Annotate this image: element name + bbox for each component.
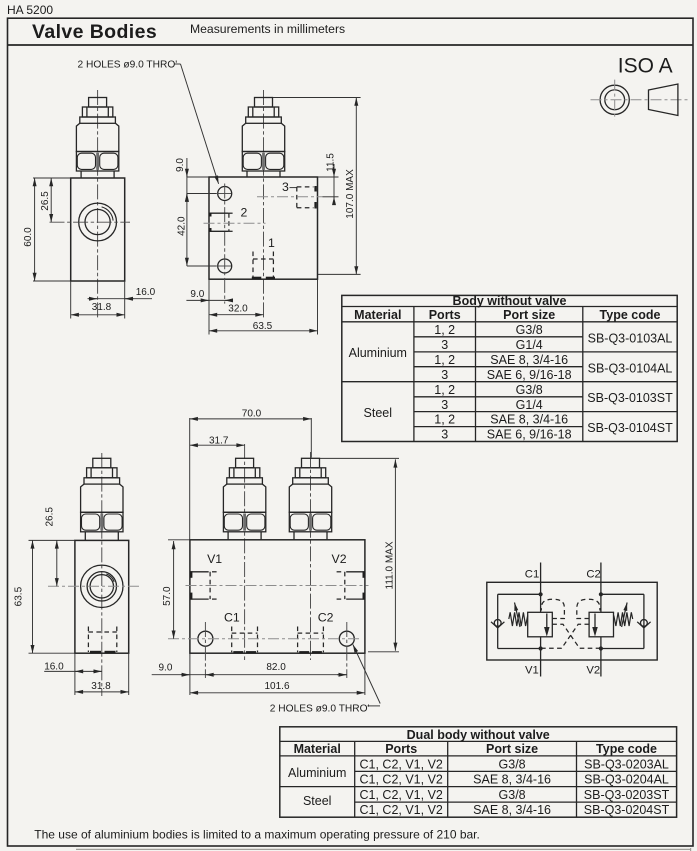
svg-text:G3/8: G3/8 <box>516 383 543 397</box>
svg-text:SAE 6, 9/16-18: SAE 6, 9/16-18 <box>487 428 572 442</box>
svg-text:SB-Q3-0203ST: SB-Q3-0203ST <box>584 788 670 802</box>
svg-text:107.0 MAX: 107.0 MAX <box>345 169 356 219</box>
svg-text:Type code: Type code <box>600 308 661 322</box>
svg-text:57.0: 57.0 <box>162 586 173 606</box>
svg-text:31.7: 31.7 <box>209 436 229 447</box>
svg-text:V1: V1 <box>525 664 539 676</box>
svg-text:26.5: 26.5 <box>40 191 51 211</box>
svg-text:SAE 8, 3/4-16: SAE 8, 3/4-16 <box>473 803 551 817</box>
svg-text:63.5: 63.5 <box>13 586 24 606</box>
svg-text:3: 3 <box>282 180 289 194</box>
svg-text:3: 3 <box>441 338 448 352</box>
svg-text:1: 1 <box>268 236 275 250</box>
svg-text:1, 2: 1, 2 <box>434 353 455 367</box>
svg-text:60.0: 60.0 <box>23 227 34 247</box>
svg-text:42.0: 42.0 <box>177 216 188 236</box>
svg-text:3: 3 <box>441 428 448 442</box>
svg-text:G3/8: G3/8 <box>516 323 543 337</box>
svg-text:HA 5200: HA 5200 <box>7 3 53 17</box>
svg-text:SB-Q3-0104AL: SB-Q3-0104AL <box>588 361 673 375</box>
svg-text:Material: Material <box>354 308 401 322</box>
svg-text:31.8: 31.8 <box>92 302 112 313</box>
svg-text:3: 3 <box>441 398 448 412</box>
svg-text:32.0: 32.0 <box>228 304 248 315</box>
svg-text:ISO A: ISO A <box>618 54 673 77</box>
svg-text:9.0: 9.0 <box>159 663 173 674</box>
svg-text:G3/8: G3/8 <box>499 788 526 802</box>
svg-text:Port size: Port size <box>503 308 555 322</box>
svg-text:C1, C2, V1, V2: C1, C2, V1, V2 <box>360 773 443 787</box>
svg-text:101.6: 101.6 <box>264 681 289 692</box>
svg-text:SAE 8, 3/4-16: SAE 8, 3/4-16 <box>490 353 568 367</box>
svg-text:Valve Bodies: Valve Bodies <box>32 21 157 43</box>
svg-text:SAE 8, 3/4-16: SAE 8, 3/4-16 <box>490 413 568 427</box>
svg-text:Body without valve: Body without valve <box>453 294 567 308</box>
svg-text:9.0: 9.0 <box>175 158 186 172</box>
svg-text:Ports: Ports <box>429 308 461 322</box>
svg-text:2 HOLES ø9.0 THRO': 2 HOLES ø9.0 THRO' <box>270 704 370 715</box>
svg-text:Port size: Port size <box>486 742 538 756</box>
svg-text:SB-Q3-0103ST: SB-Q3-0103ST <box>587 391 673 405</box>
svg-text:C1, C2, V1, V2: C1, C2, V1, V2 <box>360 803 443 817</box>
svg-text:G1/4: G1/4 <box>516 338 543 352</box>
svg-text:16.0: 16.0 <box>44 662 64 673</box>
svg-text:SB-Q3-0103AL: SB-Q3-0103AL <box>588 332 673 346</box>
svg-text:3: 3 <box>441 368 448 382</box>
svg-text:SAE 6, 9/16-18: SAE 6, 9/16-18 <box>487 368 572 382</box>
svg-text:SB-Q3-0204ST: SB-Q3-0204ST <box>584 803 670 817</box>
svg-text:16.0: 16.0 <box>136 287 156 298</box>
svg-text:111.0 MAX: 111.0 MAX <box>385 541 396 589</box>
svg-text:Type code: Type code <box>596 742 657 756</box>
svg-text:2: 2 <box>241 206 248 220</box>
svg-text:63.5: 63.5 <box>253 321 273 332</box>
svg-text:G1/4: G1/4 <box>516 398 543 412</box>
svg-text:The use of aluminium bodies is: The use of aluminium bodies is limited t… <box>34 828 480 842</box>
svg-text:Aluminium: Aluminium <box>349 346 407 360</box>
svg-text:C1, C2, V1, V2: C1, C2, V1, V2 <box>360 757 443 771</box>
svg-text:9.0: 9.0 <box>190 289 204 300</box>
svg-text:1, 2: 1, 2 <box>434 323 455 337</box>
svg-text:Dual body without valve: Dual body without valve <box>407 728 550 742</box>
svg-text:2 HOLES ø9.0 THRO': 2 HOLES ø9.0 THRO' <box>78 60 178 71</box>
svg-text:Ports: Ports <box>385 742 417 756</box>
svg-text:SB-Q3-0104ST: SB-Q3-0104ST <box>587 421 673 435</box>
svg-text:V1: V1 <box>207 552 222 566</box>
svg-text:82.0: 82.0 <box>266 662 286 673</box>
svg-text:Aluminium: Aluminium <box>288 766 346 780</box>
svg-text:70.0: 70.0 <box>242 408 262 419</box>
svg-text:C1: C1 <box>224 611 240 625</box>
svg-text:1, 2: 1, 2 <box>434 413 455 427</box>
svg-text:Measurements in millimeters: Measurements in millimeters <box>190 22 345 36</box>
svg-text:Steel: Steel <box>364 406 393 420</box>
svg-text:Steel: Steel <box>303 794 332 808</box>
svg-text:SAE 8, 3/4-16: SAE 8, 3/4-16 <box>473 773 551 787</box>
svg-text:1, 2: 1, 2 <box>434 383 455 397</box>
svg-text:V2: V2 <box>586 664 600 676</box>
svg-text:C2: C2 <box>586 569 600 581</box>
svg-text:SB-Q3-0203AL: SB-Q3-0203AL <box>584 757 669 771</box>
svg-text:11.5: 11.5 <box>326 153 337 172</box>
svg-text:C1, C2, V1, V2: C1, C2, V1, V2 <box>360 788 443 802</box>
svg-text:Material: Material <box>294 742 341 756</box>
svg-text:G3/8: G3/8 <box>499 757 526 771</box>
svg-text:C1: C1 <box>525 569 539 581</box>
svg-text:26.5: 26.5 <box>45 507 56 527</box>
svg-text:SB-Q3-0204AL: SB-Q3-0204AL <box>584 773 669 787</box>
svg-text:31.8: 31.8 <box>91 681 111 692</box>
svg-text:C2: C2 <box>318 611 334 625</box>
svg-text:V2: V2 <box>332 552 347 566</box>
